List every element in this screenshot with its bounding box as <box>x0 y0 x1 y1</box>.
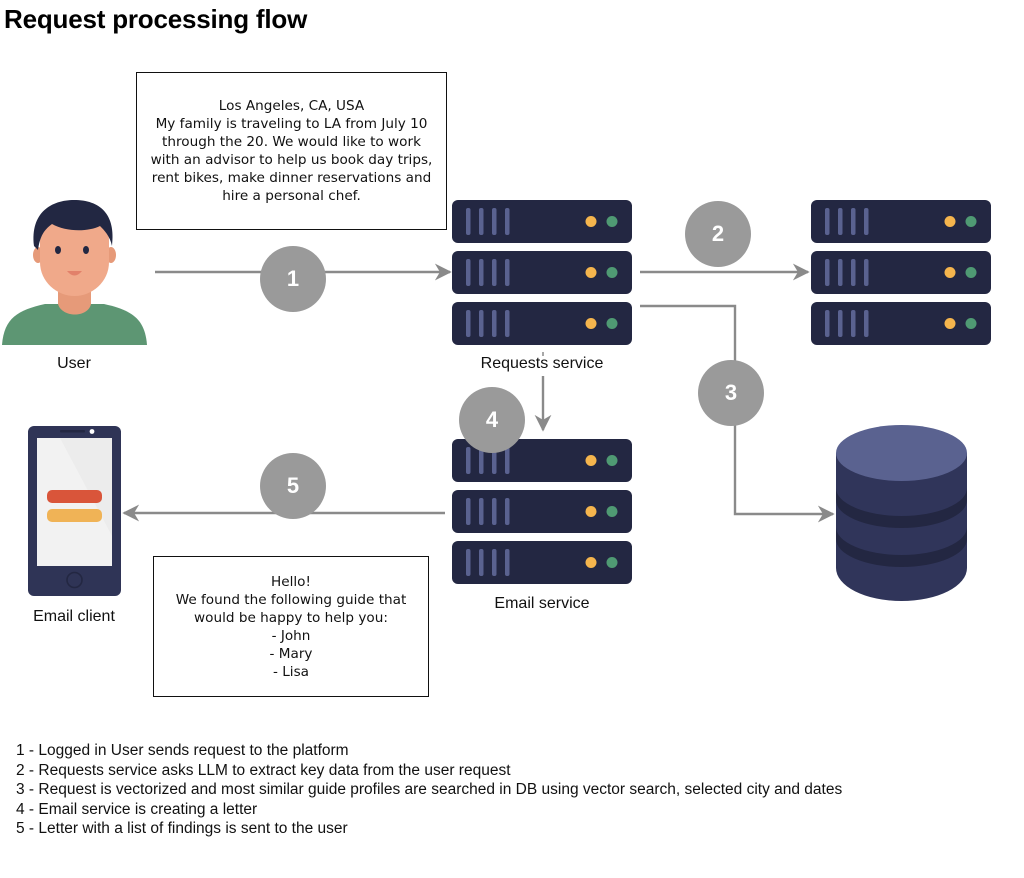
server-rack-icon <box>811 200 991 345</box>
step-badge-1: 1 <box>260 246 326 312</box>
note-line: - John <box>271 627 311 644</box>
step-badge-4: 4 <box>459 387 525 453</box>
note-line: - Mary <box>269 645 313 662</box>
legend-item: 4 - Email service is creating a letter <box>16 800 258 818</box>
step-legend: 1 - Logged in User sends request to the … <box>16 741 842 839</box>
user-avatar-icon <box>2 200 147 345</box>
step-badge-3: 3 <box>698 360 764 426</box>
server-rack-icon <box>452 439 632 584</box>
note-line: with an advisor to help us book day trip… <box>150 152 433 168</box>
note-line: Los Angeles, CA, USA <box>218 98 365 114</box>
legend-item: 3 - Request is vectorized and most simil… <box>16 781 843 798</box>
note-line: rent bikes, make dinner reservations and <box>151 170 432 186</box>
note-line: - Lisa <box>273 663 309 680</box>
server-rack-icon <box>452 200 632 345</box>
user-label: User <box>57 355 91 372</box>
note-line: My family is traveling to LA from July 1… <box>155 116 428 132</box>
legend-item: 2 - Requests service asks LLM to extract… <box>16 761 511 779</box>
user-request-note: Los Angeles, CA, USA My family is travel… <box>136 72 447 230</box>
note-line: would be happy to help you: <box>194 609 388 626</box>
email-service-label: Email service <box>494 595 590 612</box>
note-line: We found the following guide that <box>175 591 407 608</box>
note-line: Hello! <box>271 573 311 590</box>
diagram-title: Request processing flow <box>4 4 308 34</box>
step-badge-2: 2 <box>685 201 751 267</box>
legend-item: 1 - Logged in User sends request to the … <box>16 742 349 759</box>
smartphone-icon <box>28 426 121 596</box>
database-icon <box>836 425 967 601</box>
legend-item: 5 - Letter with a list of findings is se… <box>16 820 348 837</box>
email-letter-note: Hello! We found the following guide that… <box>153 556 429 697</box>
note-line: hire a personal chef. <box>222 188 361 204</box>
step-badge-5: 5 <box>260 453 326 519</box>
email-client-label: Email client <box>33 608 115 625</box>
note-line: through the 20. We would like to work <box>162 134 421 150</box>
requests-service-label: Requests service <box>480 355 604 372</box>
